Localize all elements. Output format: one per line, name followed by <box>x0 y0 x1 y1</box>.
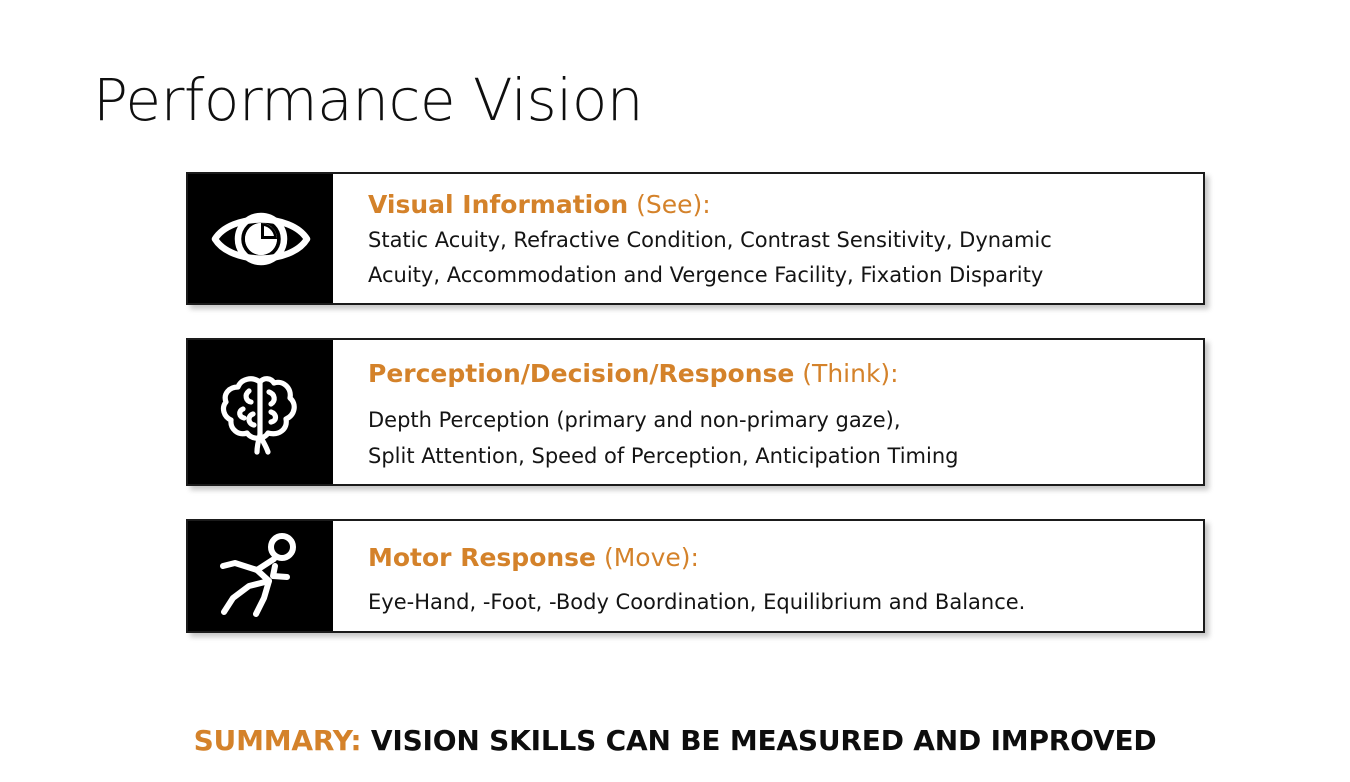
card-body: Motor Response (Move): Eye-Hand, -Foot, … <box>333 521 1203 631</box>
card-text-line: Static Acuity, Refractive Condition, Con… <box>368 227 1052 252</box>
card-heading: Perception/Decision/Response (Think): <box>368 359 1187 390</box>
card-heading-light: (See): <box>628 190 711 219</box>
eye-icon <box>209 200 313 278</box>
card-heading-strong: Motor Response <box>368 542 597 572</box>
card-heading: Visual Information (See): <box>368 190 1187 221</box>
card-text: Depth Perception (primary and non-primar… <box>368 402 1187 474</box>
card-heading-strong: Visual Information <box>368 190 629 219</box>
card-body: Visual Information (See): Static Acuity,… <box>333 174 1203 303</box>
brain-icon <box>213 364 309 460</box>
summary-line: SUMMARY: VISION SKILLS CAN BE MEASURED A… <box>0 724 1350 757</box>
card-text: Eye-Hand, -Foot, -Body Coordination, Equ… <box>368 585 1187 621</box>
card-text-line: Eye-Hand, -Foot, -Body Coordination, Equ… <box>368 590 1026 615</box>
card-perception-decision-response: Perception/Decision/Response (Think): De… <box>186 338 1205 486</box>
brain-icon-panel <box>188 340 333 484</box>
card-text-line: Acuity, Accommodation and Vergence Facil… <box>368 262 1044 287</box>
card-motor-response: Motor Response (Move): Eye-Hand, -Foot, … <box>186 518 1205 633</box>
card-heading-strong: Perception/Decision/Response <box>368 359 795 389</box>
card-list: Visual Information (See): Static Acuity,… <box>186 172 1205 633</box>
eye-icon-panel <box>188 174 333 304</box>
card-text-line: Split Attention, Speed of Perception, An… <box>368 443 959 468</box>
running-person-icon-panel <box>188 520 333 631</box>
running-person-icon <box>211 526 311 626</box>
card-heading-light: (Move): <box>596 542 699 572</box>
card-heading: Motor Response (Move): <box>368 543 1187 574</box>
card-heading-light: (Think): <box>794 359 899 389</box>
page-title: Performance Vision <box>93 66 644 134</box>
card-text-line: Depth Perception (primary and non-primar… <box>368 407 901 432</box>
card-body: Perception/Decision/Response (Think): De… <box>333 340 1203 484</box>
card-visual-information: Visual Information (See): Static Acuity,… <box>186 172 1205 306</box>
summary-label: SUMMARY: <box>193 724 362 757</box>
card-text: Static Acuity, Refractive Condition, Con… <box>368 223 1187 294</box>
summary-body: VISION SKILLS CAN BE MEASURED AND IMPROV… <box>361 724 1157 757</box>
